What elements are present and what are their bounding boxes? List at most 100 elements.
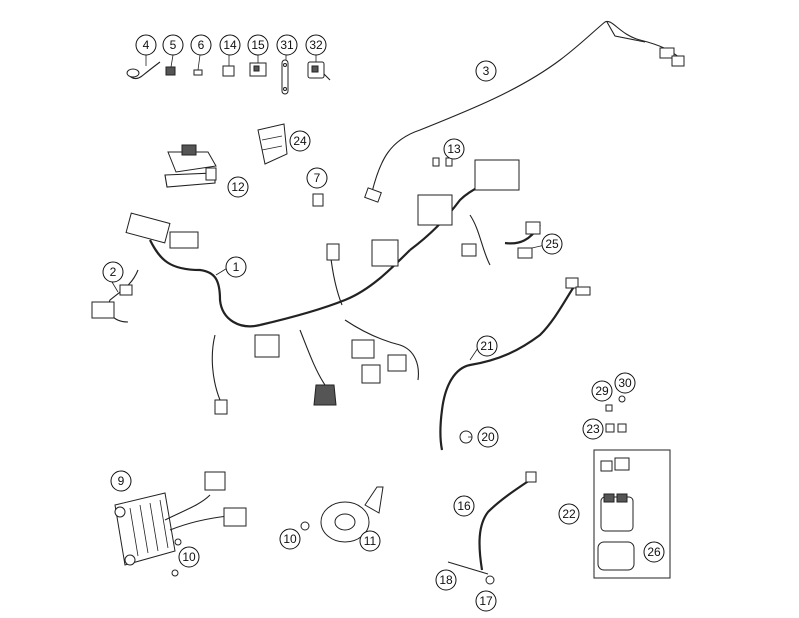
fuse-part-a [600, 460, 613, 472]
callout-label: 26 [647, 545, 661, 559]
callout-label: 7 [314, 171, 321, 185]
main-harness-1-part [125, 159, 520, 415]
callout-circle [443, 138, 465, 160]
callout-circle [477, 426, 499, 448]
callout-circle [227, 176, 249, 198]
clip-part [165, 66, 176, 76]
wire-3-part [371, 20, 681, 193]
callout-c24: 24 [289, 130, 311, 152]
callout-circle [190, 34, 212, 56]
callout-circle [305, 34, 327, 56]
callout-c29: 29 [591, 380, 613, 402]
callout-circle [643, 541, 665, 563]
bracket-12-part [164, 144, 217, 188]
callout-label: 10 [182, 550, 196, 564]
callout-circle [135, 34, 157, 56]
callout-c2: 2 [102, 261, 124, 283]
callout-label: 31 [280, 38, 294, 52]
nut-10-part-c [300, 521, 310, 531]
callout-label: 20 [481, 430, 495, 444]
callout-c7: 7 [306, 167, 328, 189]
callout-c12: 12 [227, 176, 249, 198]
callout-label: 10 [283, 532, 297, 546]
callout-label: 5 [170, 38, 177, 52]
callout-label: 15 [251, 38, 265, 52]
callout-label: 3 [483, 64, 490, 78]
connector-7-part [312, 193, 324, 207]
callout-circle [276, 34, 298, 56]
callout-circle [453, 495, 475, 517]
callout-circle [306, 167, 328, 189]
callout-label: 18 [439, 573, 453, 587]
bolt-18-part [447, 561, 489, 575]
callout-c21: 21 [476, 335, 498, 357]
callout-circle [247, 34, 269, 56]
callout-circle [162, 34, 184, 56]
callout-circle [475, 60, 497, 82]
bolt-30-part [618, 395, 626, 403]
callout-label: 11 [364, 534, 377, 548]
callout-c30: 30 [614, 372, 636, 394]
callout-c26: 26 [643, 541, 665, 563]
callout-label: 16 [457, 499, 471, 513]
callout-c13: 13 [443, 138, 465, 160]
cable-16-part [478, 479, 531, 571]
callout-label: 9 [118, 474, 125, 488]
callout-c15: 15 [247, 34, 269, 56]
connector-14-part [222, 65, 235, 77]
callout-label: 1 [233, 260, 240, 274]
callout-label: 12 [231, 180, 245, 194]
cable-21-part [439, 284, 576, 451]
callout-c5: 5 [162, 34, 184, 56]
callout-c31: 31 [276, 34, 298, 56]
callout-circle [582, 418, 604, 440]
callout-circle [435, 569, 457, 591]
callout-circle [475, 590, 497, 612]
callout-c11: 11 [359, 530, 381, 552]
callout-label: 21 [480, 339, 494, 353]
callout-circle [541, 233, 563, 255]
callout-c17: 17 [475, 590, 497, 612]
cable-tie-part [127, 61, 161, 80]
small-parts-group [126, 59, 331, 95]
callout-label: 25 [545, 237, 559, 251]
callout-label: 17 [479, 594, 493, 608]
callout-label: 24 [293, 134, 307, 148]
callout-c14: 14 [219, 34, 241, 56]
callout-label: 23 [586, 422, 600, 436]
callout-label: 32 [309, 38, 323, 52]
relay-23-part-b [617, 423, 627, 433]
callout-c10b: 10 [178, 546, 200, 568]
callout-c4: 4 [135, 34, 157, 56]
callout-circle [178, 546, 200, 568]
cover-24-part [257, 123, 288, 165]
callout-c18: 18 [435, 569, 457, 591]
pin-connector-part [193, 69, 203, 76]
relay-cover-26-part [597, 541, 635, 571]
holder-strip-part [281, 59, 289, 95]
callout-c10a: 10 [279, 528, 301, 550]
callout-c23: 23 [582, 418, 604, 440]
harness-2-part [91, 269, 139, 323]
callout-c1: 1 [225, 256, 247, 278]
callout-circle [102, 261, 124, 283]
callout-c20: 20 [477, 426, 499, 448]
screw-29-part [605, 404, 613, 412]
voltage-regulator-9-part [114, 471, 247, 566]
callout-circle [614, 372, 636, 394]
callout-c32: 32 [305, 34, 327, 56]
fuse-part-b [614, 457, 630, 471]
nut-10-part-b [171, 569, 179, 577]
callout-label: 29 [595, 384, 609, 398]
callout-circle [359, 530, 381, 552]
callout-c6: 6 [190, 34, 212, 56]
callout-c25: 25 [541, 233, 563, 255]
callout-label: 30 [618, 376, 632, 390]
callout-circle [289, 130, 311, 152]
callout-label: 2 [110, 265, 117, 279]
horn-11-part [320, 486, 384, 543]
callout-c16: 16 [453, 495, 475, 517]
relay-13-part [432, 157, 453, 167]
nut-10-part-a [174, 538, 182, 546]
